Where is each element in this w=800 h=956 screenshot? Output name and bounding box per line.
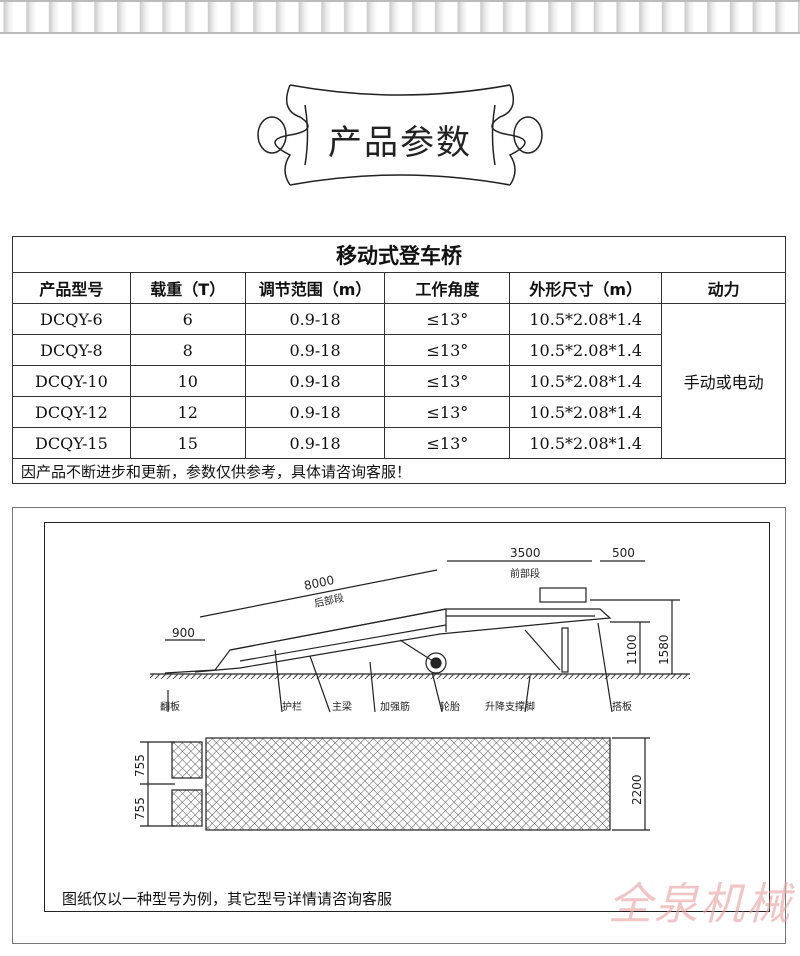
table-header: 产品型号 载重（T） 调节范围（m） 工作角度 外形尺寸（m） 动力 (12, 272, 786, 304)
dim-1100: 1100 (625, 634, 639, 665)
dim-500: 500 (612, 546, 635, 560)
table-note: 因产品不断进步和更新，参数仅供参考，具体请咨询客服！ (12, 458, 786, 484)
dim-755-bottom: 755 (133, 797, 147, 820)
part-label: 护栏 (282, 700, 302, 713)
spec-table: 移动式登车桥 产品型号 载重（T） 调节范围（m） 工作角度 外形尺寸（m） 动… (12, 236, 786, 484)
cell-model: DCQY-15 (12, 427, 131, 459)
label-front-section: 前部段 (510, 567, 540, 580)
cell-range: 0.9-18 (244, 334, 386, 366)
drawing-caption: 图纸仅以一种型号为例，其它型号详情请咨询客服 (62, 890, 393, 908)
cell-load: 12 (129, 396, 246, 428)
watermark: 全泉机械 (608, 879, 792, 930)
column-header: 产品型号 (12, 272, 131, 304)
table-row: DCQY-15 15 0.9-18 ≤13° 10.5*2.08*1.4 (12, 427, 786, 459)
dim-900: 900 (172, 626, 195, 640)
dim-3500: 3500 (510, 546, 541, 560)
cell-size: 10.5*2.08*1.4 (509, 396, 663, 428)
decorative-stripe-border (0, 0, 800, 34)
part-label: 主梁 (332, 700, 352, 713)
column-header: 调节范围（m） (244, 272, 386, 304)
part-label: 搭板 (612, 700, 632, 713)
cell-load: 10 (129, 365, 246, 397)
cell-size: 10.5*2.08*1.4 (509, 303, 663, 335)
dim-1580: 1580 (657, 634, 671, 665)
cell-model: DCQY-8 (12, 334, 131, 366)
cell-size: 10.5*2.08*1.4 (509, 427, 663, 459)
cell-load: 15 (129, 427, 246, 459)
dim-2200: 2200 (630, 774, 644, 805)
drawing-outer-frame (12, 507, 786, 944)
cell-size: 10.5*2.08*1.4 (509, 365, 663, 397)
cell-power: 手动或电动 (661, 303, 786, 459)
dim-755-top: 755 (133, 754, 147, 777)
cell-range: 0.9-18 (244, 396, 386, 428)
cell-model: DCQY-10 (12, 365, 131, 397)
cell-angle: ≤13° (384, 303, 511, 335)
column-header: 载重（T） (129, 272, 246, 304)
cell-size: 10.5*2.08*1.4 (509, 334, 663, 366)
cell-angle: ≤13° (384, 427, 511, 459)
part-label: 加强筋 (380, 700, 410, 713)
ornament-frame-icon (257, 84, 543, 186)
title-ornament: 产品参数 (250, 75, 550, 195)
part-label: 轮胎 (440, 700, 460, 713)
table-row: DCQY-6 6 0.9-18 ≤13° 10.5*2.08*1.4 手动或电动 (12, 303, 786, 459)
column-header: 工作角度 (384, 272, 511, 304)
cell-range: 0.9-18 (244, 427, 386, 459)
page-title: 产品参数 (328, 123, 472, 163)
part-label: 升降支撑脚 (485, 700, 535, 713)
drawing-inner-frame (44, 522, 770, 912)
part-label: 翻板 (160, 700, 180, 713)
table-row: DCQY-8 8 0.9-18 ≤13° 10.5*2.08*1.4 (12, 334, 786, 366)
dim-8000: 8000 (303, 573, 336, 593)
